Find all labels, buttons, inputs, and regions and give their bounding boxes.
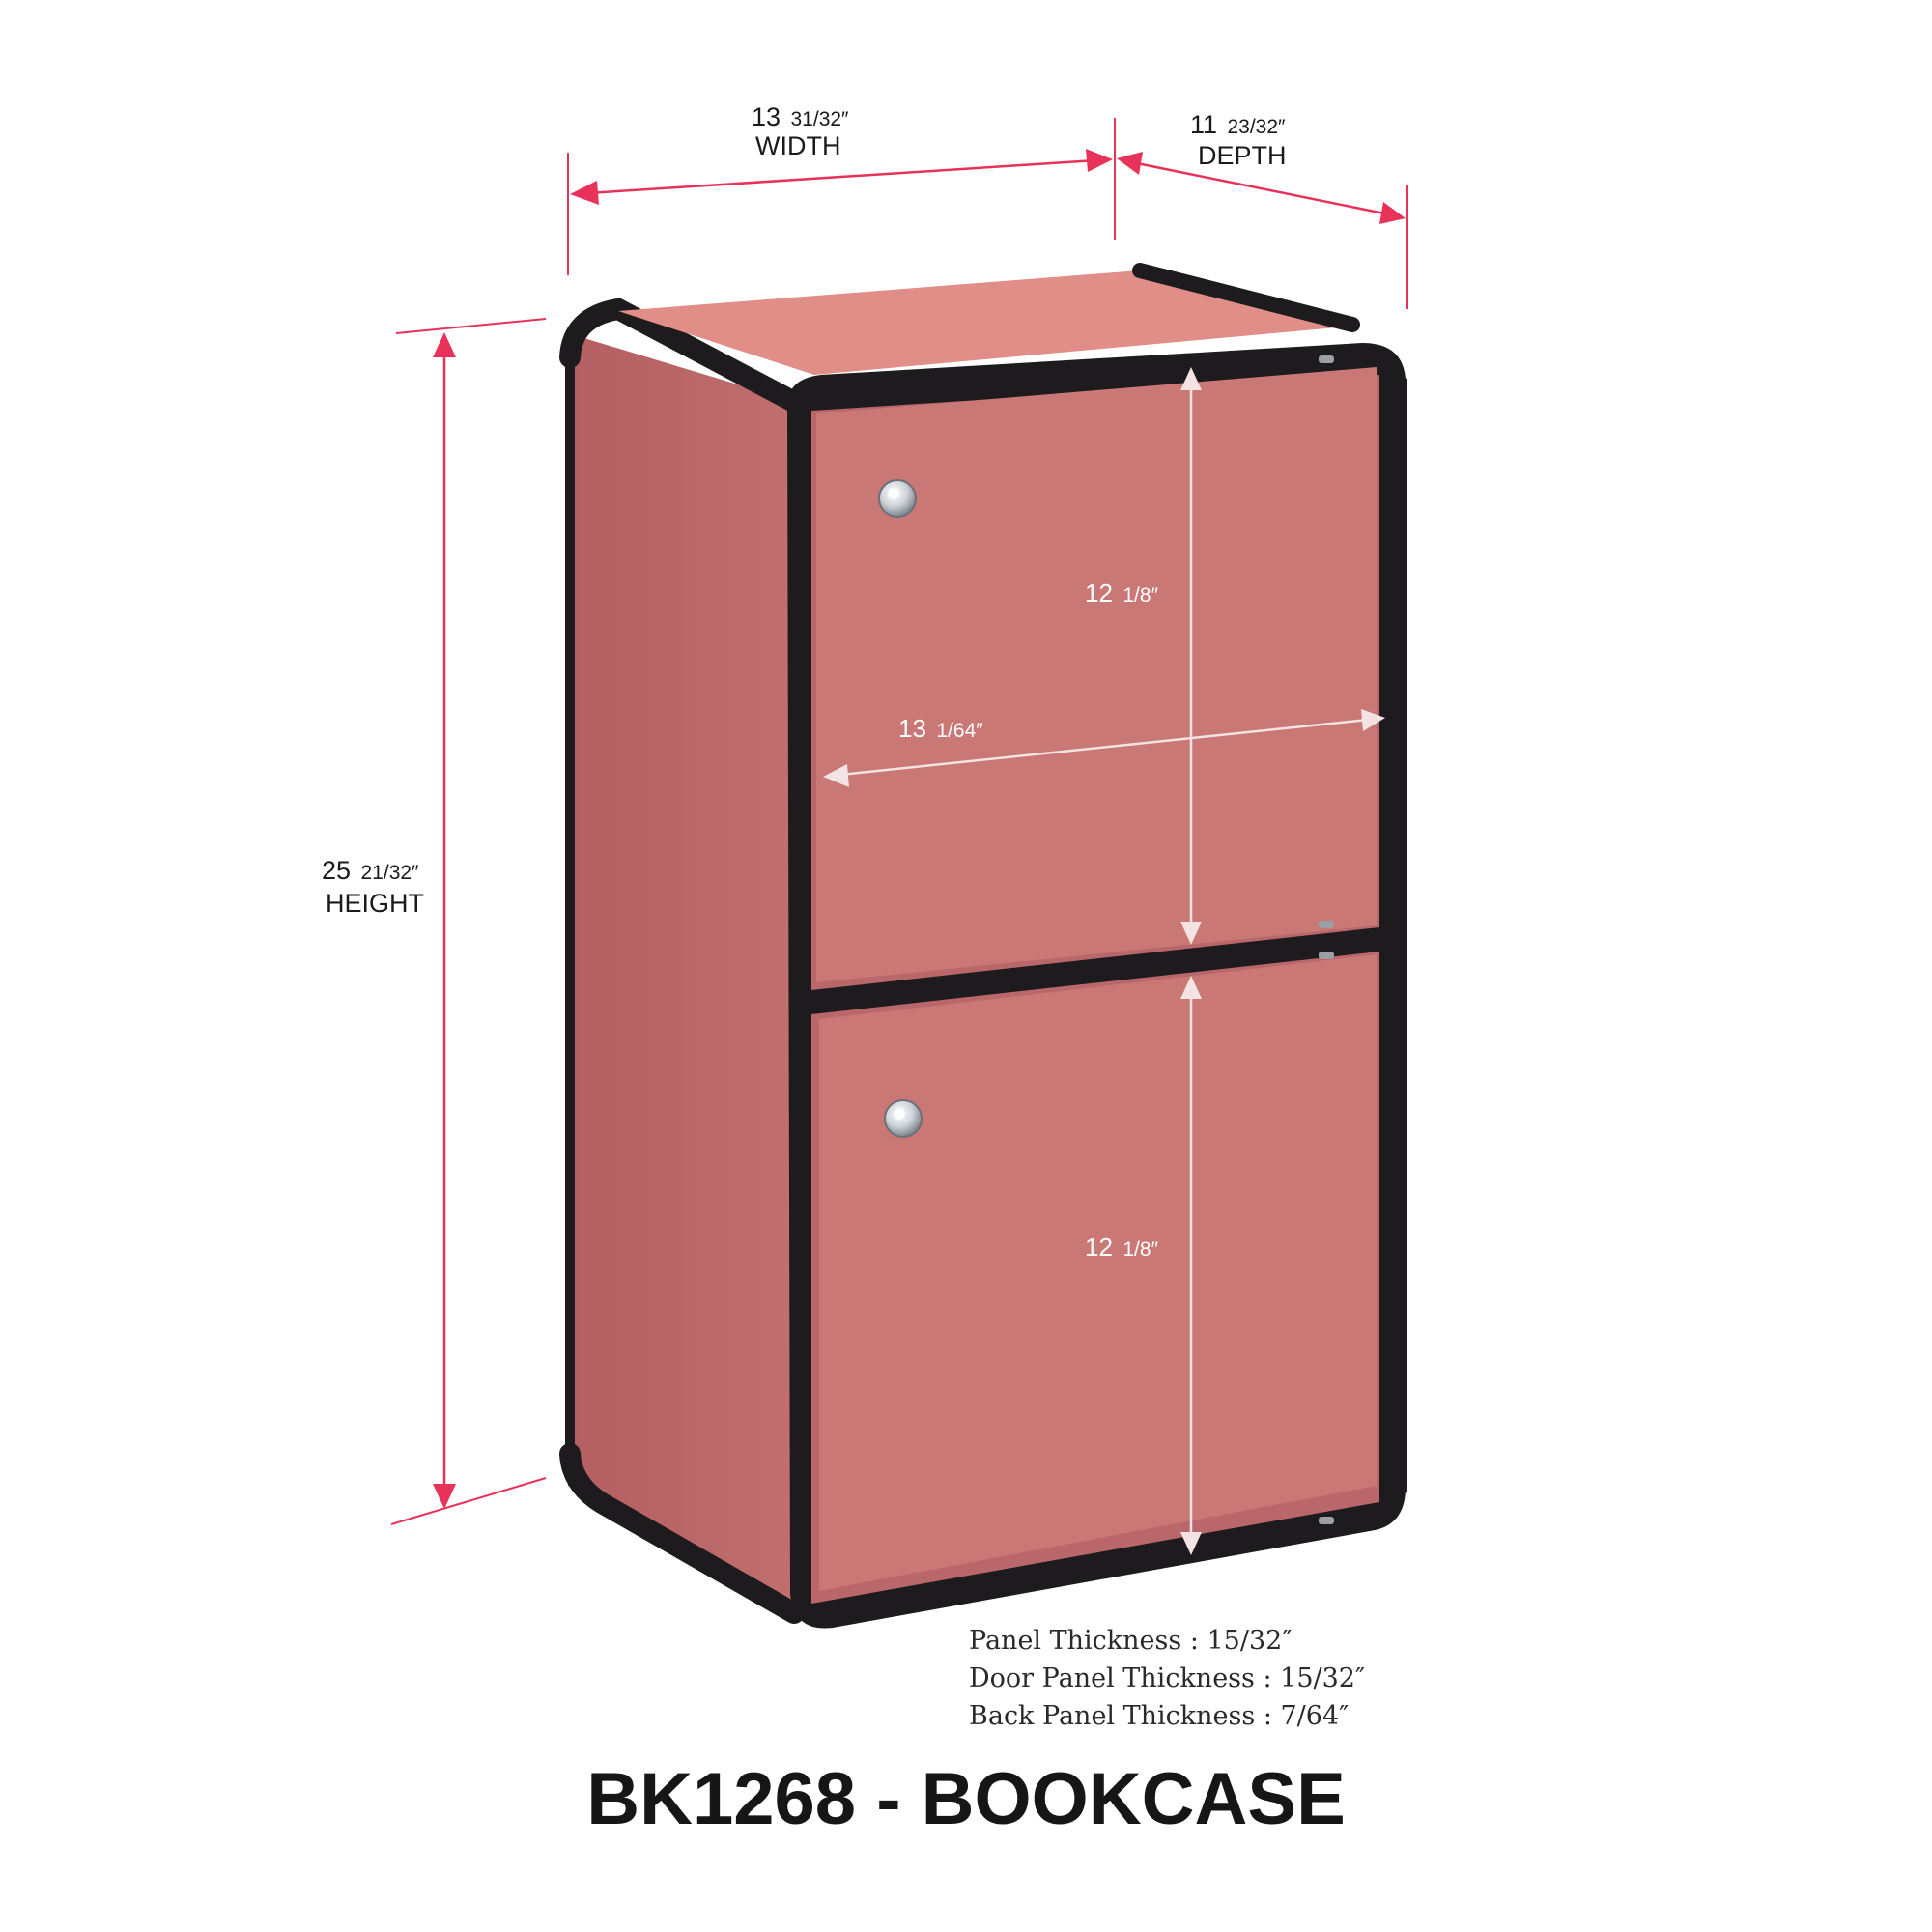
height-arrow-head-bottom xyxy=(433,1484,456,1509)
svg-text:11 23/32″: 11 23/32″ xyxy=(1190,110,1286,139)
cabinet-side-top-edge xyxy=(559,298,803,412)
inner-width-label: 13 1/64″ xyxy=(898,714,983,743)
depth-fraction: 23/32″ xyxy=(1227,116,1286,138)
inner-width-head-left xyxy=(823,764,849,787)
width-whole: 13 xyxy=(752,102,781,131)
inner-dimension-lines xyxy=(823,367,1385,1555)
width-arrow-head-right xyxy=(1086,149,1113,172)
hinge-top-upper xyxy=(1319,355,1334,363)
cabinet-side-panel xyxy=(568,333,794,1608)
inner-width-head-right xyxy=(1361,709,1385,731)
height-fraction: 21/32″ xyxy=(361,862,420,884)
width-label: WIDTH xyxy=(755,131,840,160)
bookcase-illustration xyxy=(559,263,1407,1629)
hinge-bottom-lower xyxy=(1319,1517,1334,1524)
spec-back-panel-thickness: Back Panel Thickness : 7/64″ xyxy=(969,1701,1349,1731)
depth-dimension-label: 11 23/32″ DEPTH xyxy=(1190,110,1287,170)
door-bottom-height-head-bottom xyxy=(1180,1532,1202,1555)
door-bottom[interactable] xyxy=(819,954,1377,1591)
hinge-bottom-upper xyxy=(1319,952,1334,959)
width-arrow-line xyxy=(586,158,1097,195)
height-arrow-head-top xyxy=(433,332,456,357)
depth-whole: 11 xyxy=(1190,110,1217,139)
door-top-height-head-bottom xyxy=(1180,922,1202,945)
door-top[interactable] xyxy=(816,367,1377,982)
spec-panel-thickness: Panel Thickness : 15/32″ xyxy=(969,1626,1292,1656)
width-arrow-head-left xyxy=(570,181,599,205)
knob-top[interactable] xyxy=(878,479,917,518)
product-title: BK1268 - BOOKCASE xyxy=(586,1758,1346,1840)
cabinet-side-bottom-edge xyxy=(559,1443,805,1624)
svg-text:13 31/32″: 13 31/32″ xyxy=(752,102,849,131)
cabinet-top-back-edge xyxy=(1132,263,1360,332)
depth-arrow-head-right xyxy=(1379,202,1406,224)
height-label: HEIGHT xyxy=(326,889,424,918)
height-extension-bottom xyxy=(390,1477,547,1525)
door-top-height-label: 12 1/8″ xyxy=(1085,579,1159,608)
depth-arrow-line xyxy=(1131,160,1390,216)
door-bottom-height-head-top xyxy=(1180,976,1202,999)
outer-dimension-lines xyxy=(390,118,1408,1525)
hinge-top-lower xyxy=(1319,921,1334,928)
panel-thickness-specs: Panel Thickness : 15/32″ Door Panel Thic… xyxy=(969,1626,1365,1731)
width-dimension-label: 13 31/32″ WIDTH xyxy=(752,102,849,160)
depth-label: DEPTH xyxy=(1198,141,1287,170)
height-extension-top xyxy=(395,318,547,334)
cabinet-right-edge xyxy=(1381,367,1407,1502)
depth-arrow-head-left xyxy=(1117,152,1143,175)
door-bottom-height-label: 12 1/8″ xyxy=(1085,1233,1159,1262)
knob-bottom[interactable] xyxy=(884,1099,923,1138)
svg-text:25 21/32″: 25 21/32″ xyxy=(322,856,419,885)
width-fraction: 31/32″ xyxy=(791,108,850,130)
cabinet-top-panel xyxy=(618,270,1348,375)
door-top-height-head-top xyxy=(1180,367,1202,390)
height-whole: 25 xyxy=(322,856,351,885)
height-dimension-label: 25 21/32″ HEIGHT xyxy=(322,856,424,918)
spec-door-panel-thickness: Door Panel Thickness : 15/32″ xyxy=(969,1663,1365,1693)
inner-width-line xyxy=(839,718,1369,777)
